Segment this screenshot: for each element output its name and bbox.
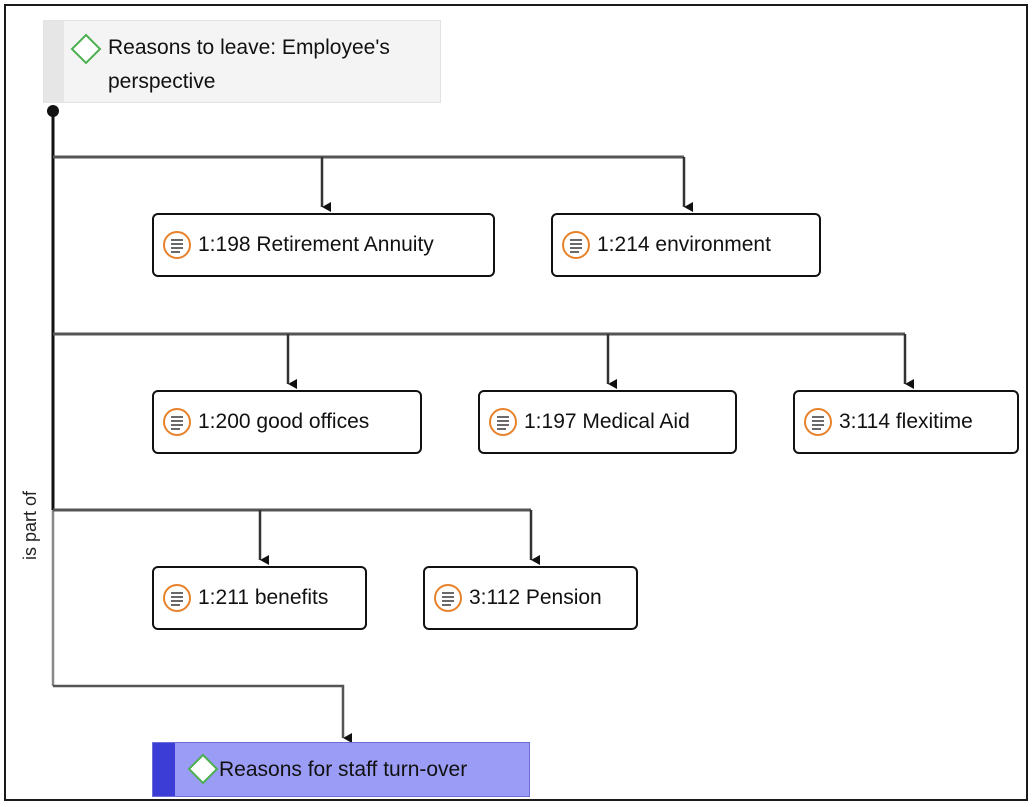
quotation-node[interactable]: 1:214 environment: [551, 213, 821, 277]
green-diamond-icon: [187, 753, 219, 785]
relation-label: is part of: [20, 490, 40, 560]
quotation-icon: [562, 231, 590, 259]
quotation-label: 1:198 Retirement Annuity: [198, 233, 434, 256]
quotation-label: 1:214 environment: [597, 233, 771, 256]
quotation-node[interactable]: 3:112 Pension: [423, 566, 638, 630]
quotation-icon: [434, 584, 462, 612]
quotation-node[interactable]: 1:198 Retirement Annuity: [152, 213, 495, 277]
quotation-icon: [489, 408, 517, 436]
quotation-label: 1:211 benefits: [198, 586, 329, 609]
quotation-label: 1:200 good offices: [198, 410, 370, 433]
target-color-bar: [153, 743, 175, 796]
quotation-node[interactable]: 1:197 Medical Aid: [478, 390, 737, 454]
node-strip: [44, 21, 64, 102]
quotation-icon: [163, 231, 191, 259]
quotation-icon: [804, 408, 832, 436]
quotation-node[interactable]: 3:114 flexitime: [793, 390, 1019, 454]
quotation-label: 1:197 Medical Aid: [524, 410, 690, 433]
code-node-target[interactable]: Reasons for staff turn-over: [152, 742, 530, 797]
quotation-label: 3:112 Pension: [469, 586, 602, 609]
green-diamond-icon: [70, 33, 102, 65]
relation-arrow: [53, 684, 352, 743]
code-node-root[interactable]: Reasons to leave: Employee's perspective: [43, 20, 441, 103]
quotation-node[interactable]: 1:200 good offices: [152, 390, 422, 454]
quotation-node[interactable]: 1:211 benefits: [152, 566, 367, 630]
root-title: Reasons to leave: Employee's perspective: [108, 36, 390, 93]
quotation-icon: [163, 408, 191, 436]
target-title: Reasons for staff turn-over: [219, 758, 468, 781]
quotation-label: 3:114 flexitime: [839, 410, 973, 433]
quotation-icon: [163, 584, 191, 612]
